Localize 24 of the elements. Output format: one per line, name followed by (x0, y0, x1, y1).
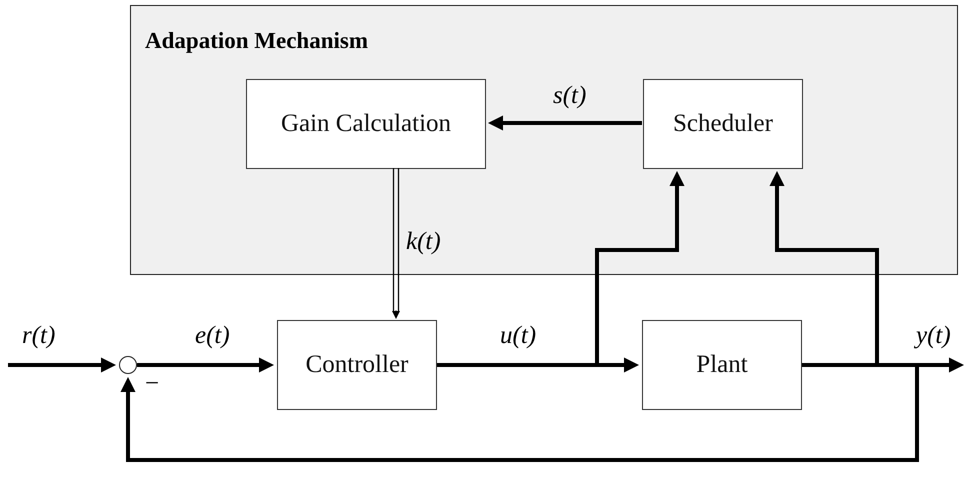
box-label: Plant (696, 351, 748, 379)
arrow (120, 363, 919, 462)
box-label: Controller (306, 351, 408, 379)
edge-label: y(t) (916, 322, 951, 350)
process-box (642, 320, 802, 410)
box-label: Gain Calculation (280, 110, 452, 138)
mechanism-panel (130, 5, 958, 275)
arrow (137, 358, 274, 372)
process-box (277, 320, 437, 410)
arrow (437, 171, 684, 367)
arrow (392, 167, 400, 319)
edge-label: s(t) (553, 82, 586, 110)
edge-label: e(t) (195, 322, 230, 350)
arrow (488, 116, 642, 130)
edge-label: k(t) (406, 228, 441, 256)
edge-label: r(t) (22, 322, 56, 350)
process-box (643, 79, 803, 169)
process-box (246, 79, 486, 169)
arrow (8, 358, 116, 372)
box-label: Scheduler (673, 110, 773, 138)
panel-title: Adapation Mechanism (145, 28, 368, 54)
minus-sign: − (145, 370, 160, 398)
summing-junction (119, 356, 137, 374)
edge-label: u(t) (500, 322, 536, 350)
